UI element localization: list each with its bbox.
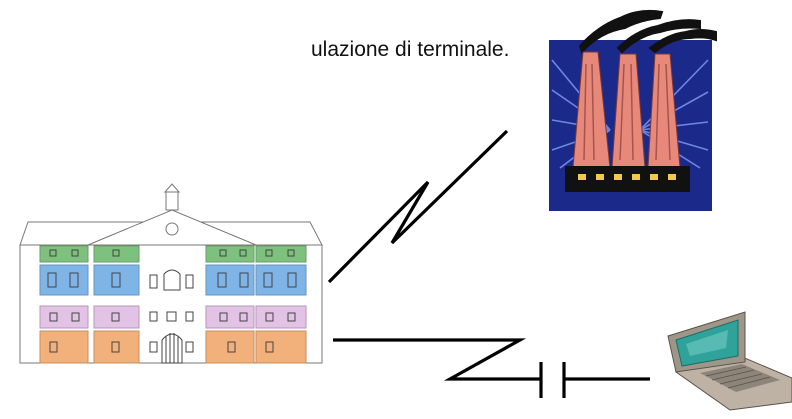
laptop-icon [667,311,792,411]
factory-icon [540,9,720,215]
building-icon [19,183,323,364]
link-to-factory [327,129,509,284]
caption-text: ulazione di terminale. [311,38,510,61]
link-to-laptop [333,338,650,398]
floor-top-left [39,245,89,263]
